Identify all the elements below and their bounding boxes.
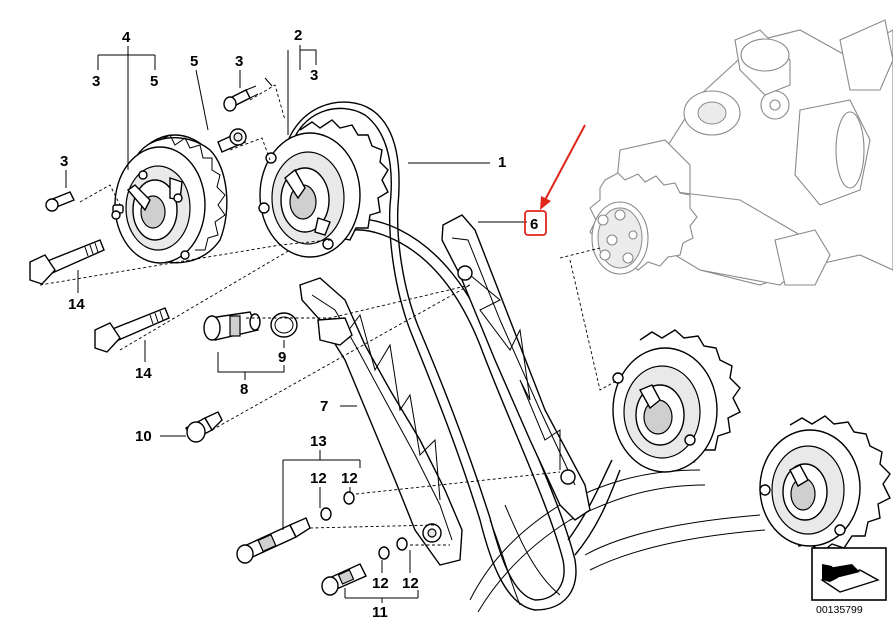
callout-9: 9: [278, 349, 286, 366]
callout-8: 8: [240, 381, 248, 398]
leader-lines: [39, 45, 619, 603]
vanos-adjuster-center: [258, 119, 389, 258]
chain-tensioner-rail: [299, 277, 463, 566]
vanos-adjuster-right-upper: [612, 329, 741, 473]
callout-3-a: 3: [92, 73, 100, 90]
gasket-rings-12: [320, 491, 408, 560]
callout-3-c: 3: [310, 67, 318, 84]
bolt-3-left: [45, 191, 75, 212]
callout-12-c: 12: [372, 575, 389, 592]
timing-chain: [282, 101, 766, 613]
crankshaft-sprocket: [589, 172, 698, 275]
callout-1: 1: [498, 154, 506, 171]
callout-4: 4: [122, 29, 131, 46]
callout-12-b: 12: [341, 470, 358, 487]
chain-tensioner: [203, 311, 261, 341]
vanos-adjuster-left: [111, 134, 228, 264]
callout-2: 2: [294, 27, 302, 44]
bolt-3-top: [223, 85, 259, 112]
callout-7: 7: [320, 398, 328, 415]
callout-10: 10: [135, 428, 152, 445]
chain-guide-rail: [441, 214, 591, 521]
callout-11: 11: [372, 604, 388, 621]
vanos-adjuster-right-lower: [759, 415, 891, 553]
arrow-view-icon: [811, 547, 887, 601]
long-bolt-14-lower: [94, 307, 170, 353]
seal-ring-9: [270, 312, 298, 338]
callout-5-b: 5: [190, 53, 198, 70]
screw-pin-13: [236, 517, 311, 564]
bearing-pin-10: [185, 411, 223, 443]
callout-13: 13: [310, 433, 327, 450]
callout-6-highlight-box: [524, 210, 547, 236]
long-bolt-14-upper: [29, 239, 105, 285]
highlight-arrow: [540, 124, 586, 210]
callout-5-a: 5: [150, 73, 158, 90]
bolt-5: [217, 128, 247, 153]
callout-3-b: 3: [235, 53, 243, 70]
callout-12-a: 12: [310, 470, 327, 487]
callout-6: 6: [530, 216, 538, 233]
callout-12-d: 12: [402, 575, 419, 592]
callout-14-a: 14: [68, 296, 85, 313]
diagram-number: 00135799: [816, 604, 863, 616]
callout-3-d: 3: [60, 153, 68, 170]
screw-pin-11: [321, 563, 367, 596]
callout-14-b: 14: [135, 365, 152, 382]
callout-labels: 4 3 5 5 3 2 3 3 1 6 14 14 9 8 7 10 13 12…: [60, 27, 538, 621]
